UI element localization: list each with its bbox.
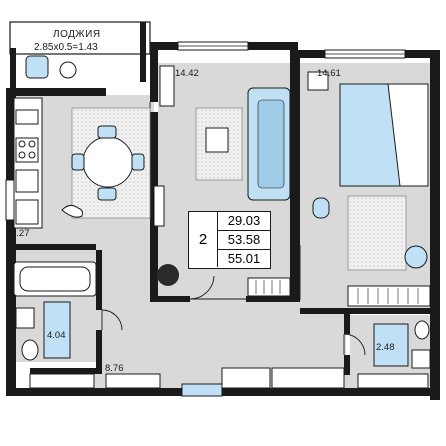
bedroom [307,71,431,307]
loggia-title: ЛОДЖИЯ [53,29,101,40]
windows [5,41,406,397]
total-area-value: 53.58 [218,231,270,250]
room-count: 2 [189,212,218,267]
entry [29,373,429,389]
area-summary-box: 2 29.03 53.58 55.01 [188,211,271,269]
living-area-value: 29.03 [218,212,270,231]
living-room-area: 14.42 [175,68,199,79]
living-room [153,65,330,286]
bedroom-area: 14.61 [317,68,341,79]
loggia-dimensions: 2.85x0.5=1.43 [34,42,98,53]
kitchen-area: 9.27 [11,228,30,239]
dining-table-icon [82,136,134,188]
hallway-storage [221,277,345,389]
wc-toilet-icon [414,320,430,340]
total-area-with-loggia-value: 55.01 [227,251,261,266]
bathroom-area: 4.04 [47,330,66,341]
coffee-table-icon [205,127,229,153]
armchair-icon [404,245,428,269]
wc [373,320,431,369]
wc-mat [373,323,409,367]
sink-icon [15,109,39,125]
area-values: 29.03 53.58 55.01 [218,212,270,268]
wardrobe-icon [347,285,431,307]
bedroom-rug [347,195,407,271]
dog-icon [61,204,83,218]
plant-icon [157,264,179,286]
loggia [9,21,151,90]
wc-area: 2.48 [376,342,395,353]
doors [101,102,366,356]
stove-icon [15,137,39,163]
hallway-area: 8.76 [105,363,124,374]
kitchen [13,97,151,229]
bath-mat [43,301,71,359]
washbasin-icon [15,307,35,329]
toilet-icon [21,339,39,361]
bathroom [13,261,97,361]
ottoman-icon [312,197,330,219]
